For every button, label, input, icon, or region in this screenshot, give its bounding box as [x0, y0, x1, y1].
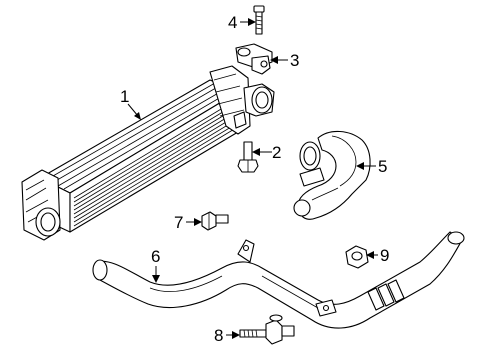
leader-3 — [270, 56, 288, 64]
nut-9[interactable] — [345, 245, 369, 269]
callout-7: 7 — [174, 213, 183, 232]
sensor-3[interactable] — [235, 43, 273, 75]
callout-2: 2 — [272, 143, 281, 162]
callout-9: 9 — [380, 246, 389, 265]
leader-2 — [252, 148, 272, 156]
stud-8[interactable] — [239, 314, 295, 345]
callout-5: 5 — [378, 157, 387, 176]
leader-8 — [226, 331, 240, 339]
leader-1 — [127, 103, 141, 120]
leader-9 — [366, 251, 378, 259]
callout-8: 8 — [214, 326, 223, 345]
callout-3: 3 — [290, 51, 299, 70]
hose-5[interactable] — [293, 130, 371, 220]
screw-4[interactable] — [253, 5, 265, 35]
bolt-7[interactable] — [201, 211, 229, 231]
leader-6 — [152, 266, 160, 283]
intercooler[interactable] — [21, 65, 275, 241]
bolt-2[interactable] — [237, 141, 259, 173]
leader-7 — [186, 218, 202, 226]
callout-1: 1 — [120, 87, 129, 106]
tube-6[interactable] — [92, 231, 465, 329]
callout-4: 4 — [228, 13, 237, 32]
leader-5 — [356, 162, 376, 170]
leader-4 — [240, 18, 256, 26]
callout-6: 6 — [151, 247, 160, 266]
